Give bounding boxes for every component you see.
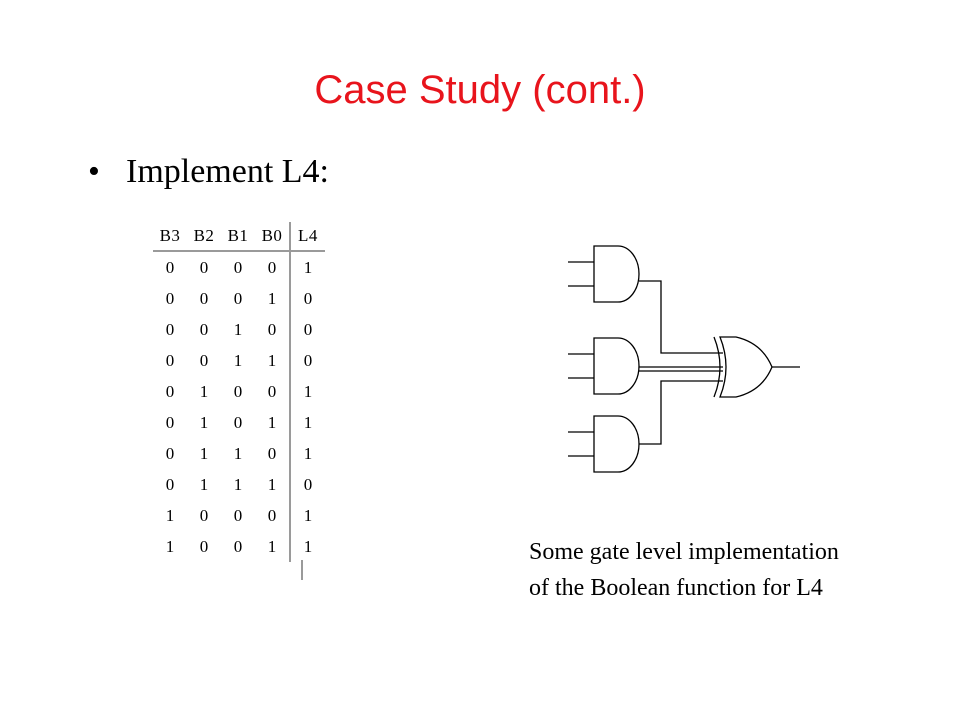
truth-table-cell: 1	[199, 444, 209, 463]
truth-table-cell: 0	[199, 289, 209, 308]
bullet-item: • Implement L4:	[88, 152, 329, 192]
truth-table-cell: 0	[165, 351, 175, 370]
bullet-dot: •	[88, 153, 100, 190]
truth-table-cell: 0	[267, 506, 277, 525]
and-gate	[593, 245, 640, 303]
truth-table-cell: 0	[233, 537, 243, 556]
truth-table-header-row: B3 B2 B1 B0 L4	[153, 222, 325, 252]
connect-wire	[639, 380, 723, 445]
or-gate	[719, 336, 773, 398]
truth-table-cell: 0	[267, 258, 277, 277]
truth-table-cell: 0	[199, 258, 209, 277]
truth-table-cell: 0	[233, 289, 243, 308]
truth-table-cell: 0	[199, 506, 209, 525]
truth-table-cell: 0	[267, 444, 277, 463]
truth-table-cell: 0	[267, 382, 277, 401]
truth-table-cell: 1	[267, 413, 277, 432]
truth-table-cell: 0	[289, 345, 325, 376]
truth-table-cell: 0	[165, 475, 175, 494]
truth-table-cell: 0	[289, 314, 325, 345]
and-gate	[593, 337, 640, 395]
truth-table-cell: 0	[267, 320, 277, 339]
truth-table-cell: 1	[199, 475, 209, 494]
truth-table-cell: 0	[233, 382, 243, 401]
circuit-caption: Some gate level implementation of the Bo…	[529, 534, 839, 606]
truth-table-cell: 0	[165, 320, 175, 339]
truth-table-cell: 0	[199, 537, 209, 556]
truth-table-cell: 1	[289, 251, 325, 283]
header-b1: B1	[221, 222, 255, 252]
truth-table-cell: 1	[233, 320, 243, 339]
truth-table-cell: 0	[165, 289, 175, 308]
caption-line: Some gate level implementation	[529, 539, 839, 565]
truth-table-cell: 0	[233, 506, 243, 525]
truth-table-cell: 1	[233, 351, 243, 370]
truth-table-cell: 1	[289, 531, 325, 562]
truth-table-cell: 1	[165, 506, 175, 525]
truth-table-cell: 1	[267, 289, 277, 308]
header-b2: B2	[187, 222, 221, 252]
truth-table-cell: 1	[289, 407, 325, 438]
truth-table-cell: 0	[199, 351, 209, 370]
header-l4: L4	[289, 222, 325, 252]
truth-table-cell: 0	[165, 258, 175, 277]
bullet-text: Implement L4:	[126, 153, 330, 190]
truth-table-cell: 1	[165, 537, 175, 556]
slide-title: Case Study (cont.)	[314, 68, 646, 112]
truth-table-cell: 0	[233, 413, 243, 432]
connect-wire	[639, 280, 723, 354]
truth-table-cell: 0	[289, 283, 325, 314]
truth-table-cell: 0	[165, 444, 175, 463]
truth-table-cell: 1	[233, 475, 243, 494]
truth-table-cell: 1	[267, 351, 277, 370]
truth-table-cell: 1	[199, 413, 209, 432]
logic-circuit	[568, 245, 800, 473]
truth-table-cell: 0	[233, 258, 243, 277]
header-b0: B0	[255, 222, 290, 252]
truth-table-cell: 0	[165, 413, 175, 432]
truth-table-cell: 1	[289, 438, 325, 469]
truth-table-cell: 0	[199, 320, 209, 339]
truth-table-cell: 1	[199, 382, 209, 401]
truth-table-cell: 1	[267, 537, 277, 556]
caption-line: of the Boolean function for L4	[529, 575, 823, 601]
and-gate	[593, 415, 640, 473]
truth-table-cell: 1	[267, 475, 277, 494]
truth-table-cell: 0	[289, 469, 325, 500]
truth-table-cell: 1	[289, 500, 325, 531]
truth-table-cell: 1	[233, 444, 243, 463]
table-divider	[301, 560, 303, 580]
header-b3: B3	[153, 222, 187, 252]
truth-table-cell: 0	[165, 382, 175, 401]
truth-table-cell: 1	[289, 376, 325, 407]
